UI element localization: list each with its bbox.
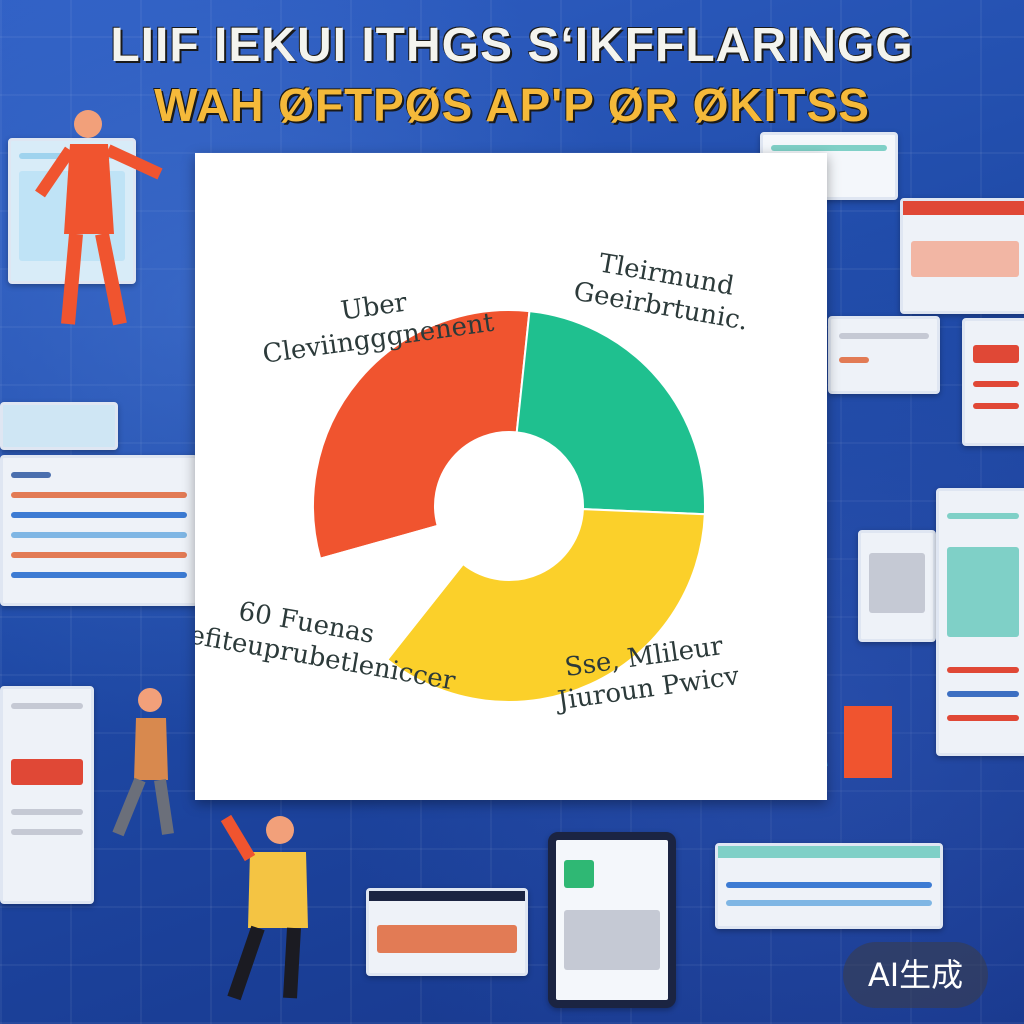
ai-generated-watermark: AI生成 [843,942,988,1008]
donut-chart: UberCleviingggnenentTleirmundGeeirbrtuni… [195,248,750,716]
pie-slice-1 [312,309,531,560]
person-illustration [220,814,308,1001]
person-illustration [35,110,163,326]
mockup-laptop [366,888,528,976]
mockup-panel [828,316,940,394]
mockup-window [0,402,118,450]
person-illustration [112,688,174,837]
mockup-tablet [548,832,676,1008]
pie-slice-2 [515,309,706,516]
pie-slice-4 [318,524,465,662]
mockup-dashboard [0,455,198,606]
mockup-panel [962,318,1024,446]
mockup-window [715,843,943,929]
mockup-document [0,686,94,904]
mockup-window [900,198,1024,314]
headline-line-1: LIIF IEKUI ITHGS SʻIKFFLARINGG [110,19,914,72]
headline-line-2: WAH ØFTPØS AP'P ØR ØKITSS [154,79,870,131]
mockup-panel [858,530,936,642]
pie-slice-3 [385,508,706,703]
mockup-window [936,488,1024,756]
